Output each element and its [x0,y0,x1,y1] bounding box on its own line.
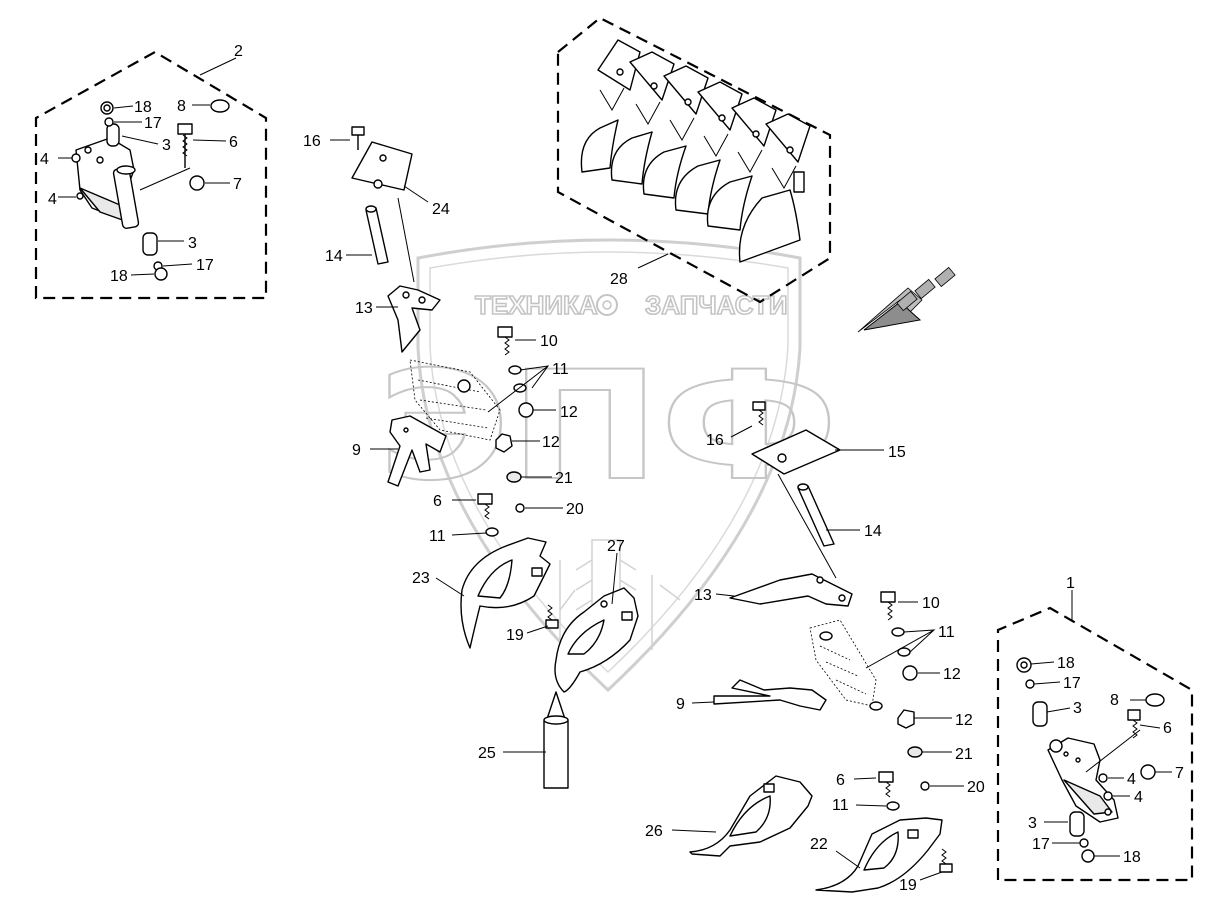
label-13: 13 [355,300,373,317]
detail-box-28: 28 [556,16,832,304]
right-assembly: 16 15 14 13 9 10 11 12 [645,401,985,894]
label-6: 6 [229,134,238,151]
label-15: 15 [888,444,906,461]
label-6: 6 [433,493,442,510]
label-3b: 3 [188,235,197,252]
label-17d: 17 [1032,836,1050,853]
label-17c: 17 [1063,675,1081,692]
label-10b: 10 [922,595,940,612]
label-12: 12 [560,404,578,421]
watermark: ТЕХНИКА ЗАПЧАСТИ ЭПФ [377,238,839,693]
label-26: 26 [645,823,663,840]
left-assembly: 16 24 14 13 9 10 11 12 [303,126,639,789]
label-4c: 4 [1127,771,1136,788]
label-1: 1 [1066,575,1075,592]
label-17b: 17 [196,257,214,274]
label-20: 20 [566,501,584,518]
label-25: 25 [478,745,496,762]
label-4d: 4 [1134,789,1143,806]
guard-row [580,39,811,263]
label-18: 18 [134,99,152,116]
label-23: 23 [412,570,430,587]
label-6c: 6 [1163,720,1172,737]
label-8: 8 [177,98,186,115]
label-18d: 18 [1123,849,1141,866]
label-28: 28 [610,271,628,288]
label-10: 10 [540,333,558,350]
label-14: 14 [325,248,343,265]
label-18c: 18 [1057,655,1075,672]
label-12c: 12 [943,666,961,683]
detail-box-1: 1 18 17 3 8 6 4 [996,575,1194,882]
label-19: 19 [506,627,524,644]
label-13b: 13 [694,587,712,604]
label-16b: 16 [706,432,724,449]
label-3d: 3 [1028,815,1037,832]
label-11: 11 [552,361,569,378]
label-2: 2 [234,43,243,60]
label-3c: 3 [1073,700,1082,717]
label-16: 16 [303,133,321,150]
label-4b: 4 [48,191,57,208]
label-18b: 18 [110,268,128,285]
direction-arrow-icon [857,266,956,333]
label-14b: 14 [864,523,882,540]
watermark-text-zapchasti: ЗАПЧАСТИ [645,290,788,320]
label-11c: 11 [938,624,955,641]
label-6b: 6 [836,772,845,789]
label-7: 7 [233,176,242,193]
label-3: 3 [162,137,171,154]
label-9b: 9 [676,696,685,713]
label-22: 22 [810,836,828,853]
label-24: 24 [432,201,450,218]
label-12b: 12 [542,434,560,451]
label-21b: 21 [955,746,973,763]
gear-icon [596,294,618,316]
label-11b: 11 [429,528,446,545]
detail-box-2: 2 18 17 3 8 6 [34,43,268,300]
label-17: 17 [144,115,162,132]
label-8b: 8 [1110,692,1119,709]
label-27: 27 [607,538,625,555]
watermark-logo-letters: ЭПФ [378,340,838,514]
watermark-text-tehnika: ТЕХНИКА [475,290,598,320]
label-19b: 19 [899,877,917,894]
label-11d: 11 [832,797,849,814]
label-20b: 20 [967,779,985,796]
label-12d: 12 [955,712,973,729]
label-9: 9 [352,442,361,459]
label-7b: 7 [1175,765,1184,782]
label-4: 4 [40,151,49,168]
label-21: 21 [555,470,573,487]
